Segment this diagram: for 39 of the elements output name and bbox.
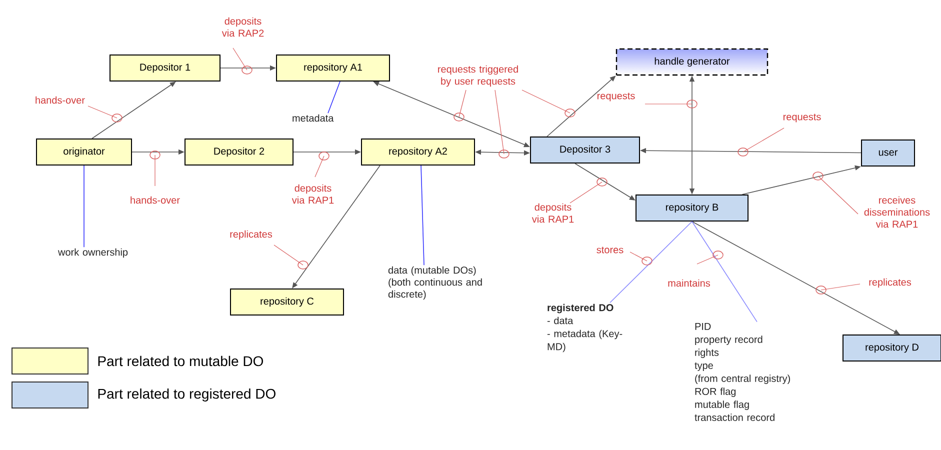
edge-label: deposits via RAP1 (292, 184, 334, 204)
edge-label: requests triggered by user requests (438, 65, 518, 87)
arrow (574, 163, 636, 200)
process-box: Depositor 3 (530, 136, 640, 164)
arrow (92, 82, 176, 139)
annotation-text: metadata (292, 114, 334, 122)
process-box: Depositor 1 (110, 54, 220, 82)
arrow (546, 76, 616, 137)
edge-label: hands-over (130, 196, 180, 204)
process-box: repository C (230, 288, 344, 316)
edge-label: deposits via RAP2 (222, 17, 264, 37)
arrow (292, 165, 380, 288)
leader-line (420, 165, 424, 266)
annotation-text: registered DO - data - metadata (Key-MD) (547, 304, 622, 352)
process-box: repository D (842, 334, 941, 362)
edge-label: hands-over (36, 96, 85, 104)
legend-text: Part related to registered DO (98, 388, 276, 402)
edge-label: deposits via RAP1 (532, 203, 574, 223)
edge-label: stores (596, 246, 624, 254)
process-box: repository A1 (276, 54, 390, 82)
annotation-text: work ownership (58, 248, 128, 258)
legend-text: Part related to mutable DO (98, 356, 264, 366)
edge-label: requests (598, 92, 635, 102)
process-box: repository B (636, 194, 748, 222)
edge-label: replicates (230, 230, 272, 240)
process-box: repository A2 (361, 138, 475, 166)
leader-line (328, 81, 340, 114)
process-box: handle generator (616, 48, 768, 76)
edge-label: requests (784, 114, 821, 122)
leader-line (692, 221, 758, 322)
edge-label: replicates (869, 278, 912, 288)
annotation-text: PID property record rights type (from central registry) ROR flag mutable flag transaction record (694, 323, 790, 421)
process-box: originator (36, 138, 132, 166)
edge-label: maintains (668, 279, 710, 287)
edge-label: receives disseminations via RAP1 (864, 196, 930, 228)
process-box: Depositor 2 (184, 138, 294, 166)
process-box: user (861, 140, 915, 166)
annotation-text: data (mutable DOs) (both continuous and discrete) (388, 266, 482, 300)
leader-line (610, 221, 692, 304)
